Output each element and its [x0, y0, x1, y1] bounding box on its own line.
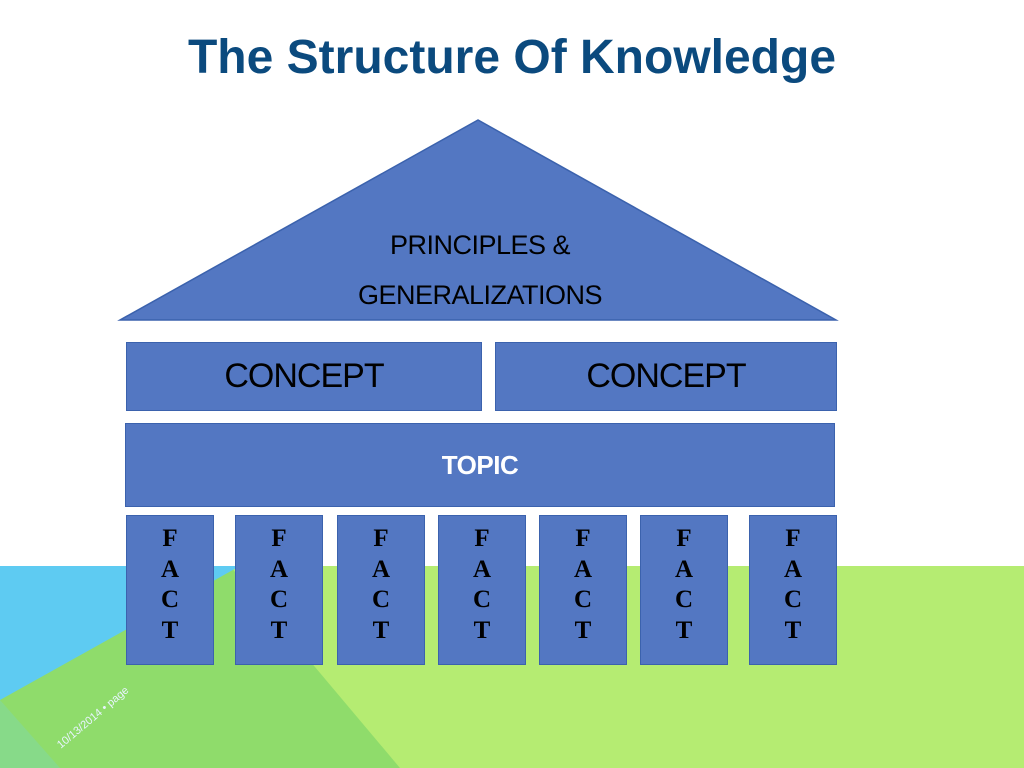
- fact-letter: T: [784, 616, 802, 644]
- topic-box: TOPIC: [125, 423, 835, 507]
- fact-letter: C: [674, 586, 694, 613]
- fact-letter: A: [160, 555, 180, 583]
- fact-letter: T: [675, 616, 693, 644]
- roof-label-line1: PRINCIPLES &: [389, 230, 571, 260]
- fact-letter: T: [574, 616, 592, 644]
- fact-letter: A: [573, 555, 593, 583]
- concept-box-left: CONCEPT: [126, 342, 482, 411]
- topic-label: TOPIC: [441, 449, 519, 480]
- fact-letter: A: [472, 555, 492, 583]
- fact-letter: F: [474, 525, 490, 552]
- fact-letter: C: [573, 586, 593, 613]
- fact-letter: A: [783, 555, 803, 583]
- concept-box-right: CONCEPT: [495, 342, 837, 411]
- bg-blend-corner: [0, 700, 60, 768]
- fact-letter: C: [160, 586, 180, 613]
- fact-letter: A: [269, 555, 289, 583]
- fact-letter: T: [372, 616, 390, 644]
- fact-letter: C: [371, 586, 391, 613]
- fact-letter: T: [161, 616, 179, 644]
- concept-label: CONCEPT: [586, 357, 746, 395]
- fact-letter: F: [373, 525, 389, 552]
- slide-title: The Structure Of Knowledge: [187, 31, 837, 84]
- fact-letter: F: [162, 525, 178, 552]
- fact-letter: A: [371, 555, 391, 583]
- fact-letter: C: [472, 586, 492, 613]
- fact-letter: T: [473, 616, 491, 644]
- roof-label-line2: GENERALIZATIONS: [357, 280, 603, 310]
- fact-letter: C: [783, 586, 803, 613]
- fact-letter: A: [674, 555, 694, 583]
- fact-letter: T: [270, 616, 288, 644]
- fact-letter: F: [676, 525, 692, 552]
- concept-label: CONCEPT: [224, 357, 384, 395]
- fact-letter: C: [269, 586, 289, 613]
- fact-letter: F: [575, 525, 591, 552]
- fact-letter: F: [785, 525, 801, 552]
- fact-letter: F: [271, 525, 287, 552]
